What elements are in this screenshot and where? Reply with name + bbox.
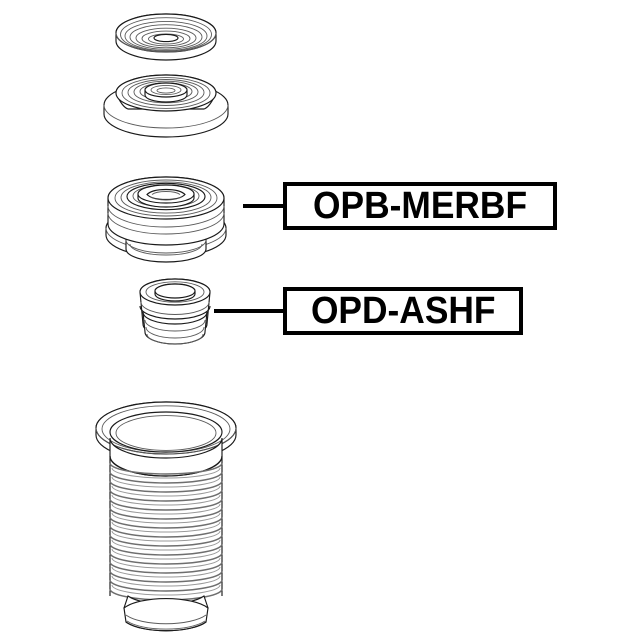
part-strut-mount-bearing — [105, 176, 227, 263]
part-thrust-washer — [115, 13, 217, 61]
part-number-text: OPB-MERBF — [312, 185, 527, 227]
bellows-ribs — [109, 456, 223, 601]
part-number-label-opd-ashf: OPD-ASHF — [283, 287, 523, 335]
part-dust-boot — [95, 401, 237, 632]
part-number-text: OPD-ASHF — [310, 290, 496, 332]
part-bump-stop — [139, 278, 211, 345]
part-spring-seat — [103, 74, 229, 138]
leader-line-bump-stop — [214, 309, 287, 313]
leader-line-strut-mount-bearing — [243, 204, 287, 208]
part-number-label-opb-merbf: OPB-MERBF — [283, 182, 557, 230]
